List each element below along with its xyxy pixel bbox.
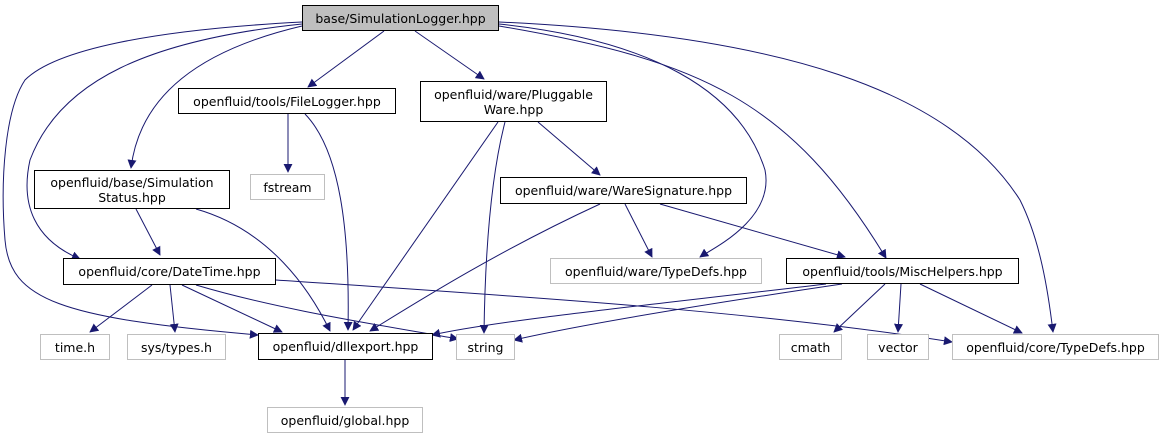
node-openfluid-global[interactable]: openfluid/global.hpp [267,407,423,433]
edge-root-ware-typedefs [498,23,767,258]
edge-waresig-ware-typedefs [624,203,653,258]
node-cmath[interactable]: cmath [779,334,842,360]
node-time-h[interactable]: time.h [40,334,110,360]
edge-simstatus-datetime [135,208,161,256]
node-openfluid-ware-pluggableware[interactable]: openfluid/ware/Pluggable Ware.hpp [420,81,607,122]
edge-root-filelogger [307,30,385,88]
node-openfluid-dllexport[interactable]: openfluid/dllexport.hpp [258,333,433,360]
edge-root-dllexport [2,21,303,339]
node-openfluid-base-simulationstatus[interactable]: openfluid/base/Simulation Status.hpp [34,170,230,209]
edge-root-datetime [26,23,303,260]
edge-root-core-typedefs [498,21,1057,333]
node-fstream[interactable]: fstream [250,174,325,200]
edge-mischelpers-dllexport [431,283,827,338]
edge-waresig-dllexport [369,203,601,332]
edge-datetime-systypes [169,284,179,333]
edge-mischelpers-string [513,283,843,343]
node-openfluid-core-datetime[interactable]: openfluid/core/DateTime.hpp [63,258,276,285]
node-string[interactable]: string [456,334,515,360]
edge-mischelpers-vector [894,283,903,333]
node-openfluid-tools-mischelpers[interactable]: openfluid/tools/MiscHelpers.hpp [786,258,1019,284]
node-openfluid-tools-filelogger[interactable]: openfluid/tools/FileLogger.hpp [178,88,396,114]
node-openfluid-core-typedefs[interactable]: openfluid/core/TypeDefs.hpp [952,334,1159,360]
edge-datetime-time [89,284,153,333]
node-openfluid-ware-typedefs[interactable]: openfluid/ware/TypeDefs.hpp [550,258,762,284]
edge-root-simulationstatus [127,25,303,169]
edge-waresig-mischelpers [659,203,846,260]
edge-mischelpers-core-typedefs [919,283,1023,334]
edge-datetime-core-typedefs [275,279,953,346]
edge-filelogger-dllexport [304,113,353,331]
node-openfluid-ware-waresignature[interactable]: openfluid/ware/WareSignature.hpp [500,177,747,204]
edge-pluggable-dllexport [352,121,499,331]
edge-mischelpers-cmath [833,283,886,333]
edge-simstatus-dllexport [195,208,331,332]
edge-pluggable-waresignature [537,121,601,176]
edge-datetime-string [195,284,459,342]
node-base-simulationlogger[interactable]: base/SimulationLogger.hpp [302,5,499,31]
edge-pluggable-string [479,121,506,334]
edge-root-pluggableware [414,30,485,80]
edge-root-mischelpers [498,25,887,259]
node-sys-types-h[interactable]: sys/types.h [127,334,226,360]
node-vector[interactable]: vector [867,334,929,360]
edge-datetime-dllexport [181,284,283,333]
